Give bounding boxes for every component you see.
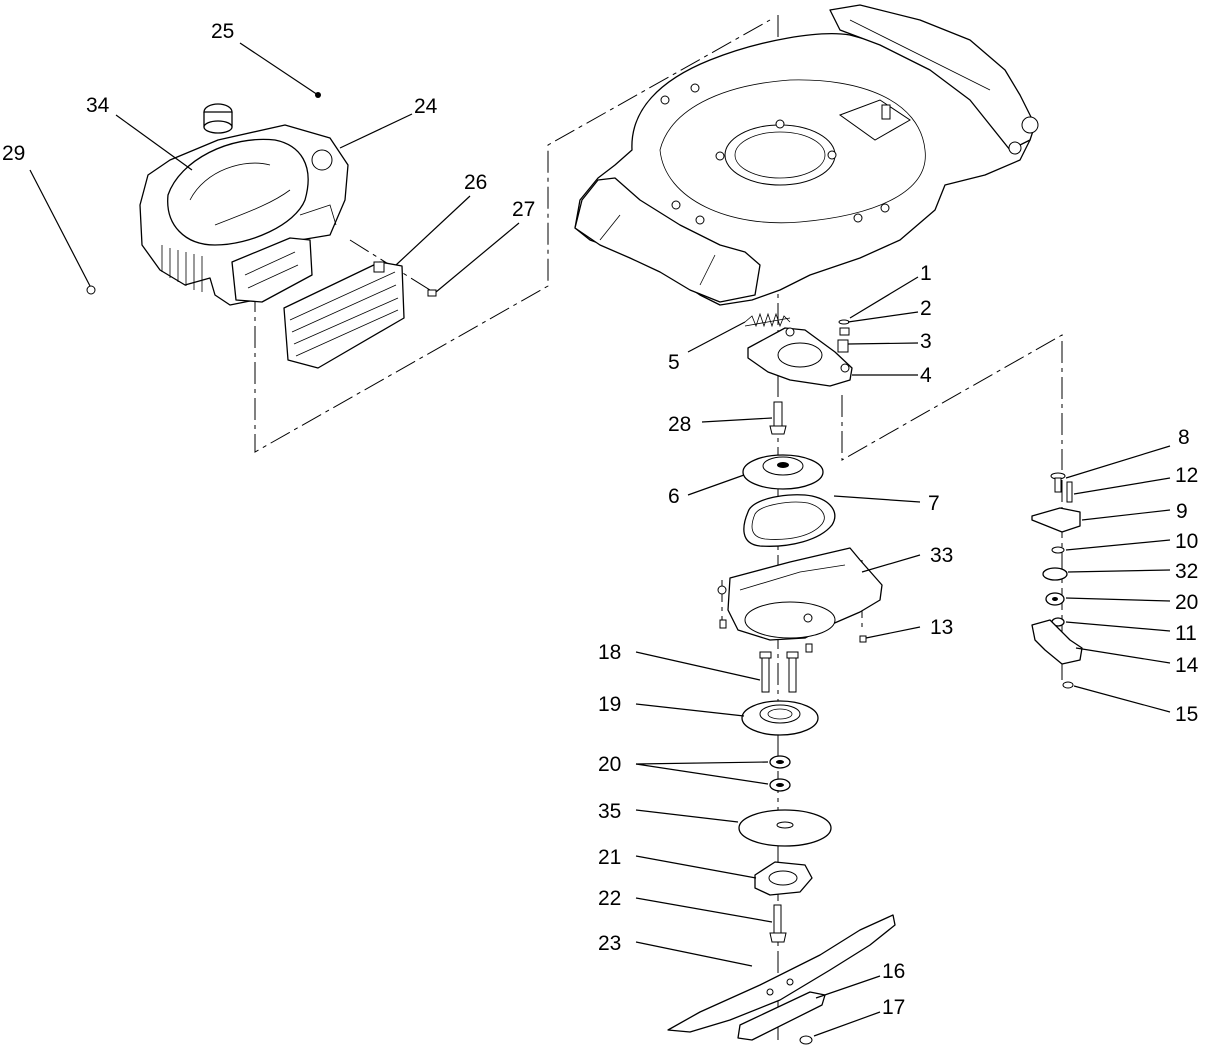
leader-lines (29, 42, 1171, 1037)
nut-illustration (799, 1035, 813, 1045)
callout-12: 12 (1175, 464, 1198, 487)
callout-18: 18 (598, 641, 621, 664)
blade-adapter-illustration (754, 861, 813, 896)
callout-20-right: 20 (1175, 591, 1198, 614)
callout-9: 9 (1176, 500, 1188, 523)
callout-16: 16 (882, 960, 905, 983)
bolt-28-illustration (769, 401, 787, 435)
disc-illustration (738, 809, 832, 847)
pulley-illustration (742, 454, 824, 490)
callout-34: 34 (86, 94, 110, 117)
callout-24: 24 (414, 95, 438, 118)
callout-22: 22 (598, 887, 621, 910)
callout-28: 28 (668, 413, 691, 436)
engine-illustration (139, 103, 349, 306)
callout-10: 10 (1175, 530, 1198, 553)
callout-11: 11 (1175, 622, 1197, 645)
callout-27: 27 (512, 198, 535, 221)
blade-illustration (667, 914, 896, 1033)
callout-21: 21 (598, 846, 621, 869)
callout-15: 15 (1175, 703, 1198, 726)
callout-29: 29 (2, 142, 25, 165)
callout-7: 7 (928, 492, 940, 515)
blade-bolt-illustration (769, 904, 787, 943)
callout-14: 14 (1175, 654, 1199, 677)
bolts-18-illustration (759, 651, 799, 693)
callout-1: 1 (920, 262, 932, 285)
callout-25: 25 (211, 20, 234, 43)
bearings-illustration (769, 755, 791, 792)
callout-19: 19 (598, 693, 621, 716)
callout-6: 6 (668, 485, 680, 508)
bracket-assembly-illustration (1031, 472, 1083, 689)
pulley-housing-illustration (717, 547, 883, 653)
hub-illustration (741, 700, 819, 736)
callout-17: 17 (882, 996, 905, 1019)
belt-illustration (743, 494, 836, 547)
callout-4: 4 (920, 364, 932, 387)
callout-13: 13 (930, 616, 953, 639)
callout-labels: 25 24 34 29 26 27 1 2 3 4 5 28 8 12 9 10… (2, 20, 1199, 1019)
callout-3: 3 (920, 330, 932, 353)
brake-plate-illustration (747, 319, 853, 387)
callout-8: 8 (1178, 426, 1190, 449)
callout-2: 2 (920, 297, 932, 320)
callout-5: 5 (668, 351, 680, 374)
air-filter-cover-illustration (283, 261, 405, 369)
mower-deck-illustration (574, 4, 1039, 306)
callout-32: 32 (1175, 560, 1198, 583)
callout-20-left: 20 (598, 753, 621, 776)
spring-illustration (744, 312, 791, 328)
callout-35: 35 (598, 800, 621, 823)
callout-33: 33 (930, 544, 953, 567)
blade-stiffener-illustration (737, 991, 826, 1041)
callout-23: 23 (598, 932, 621, 955)
callout-26: 26 (464, 171, 487, 194)
